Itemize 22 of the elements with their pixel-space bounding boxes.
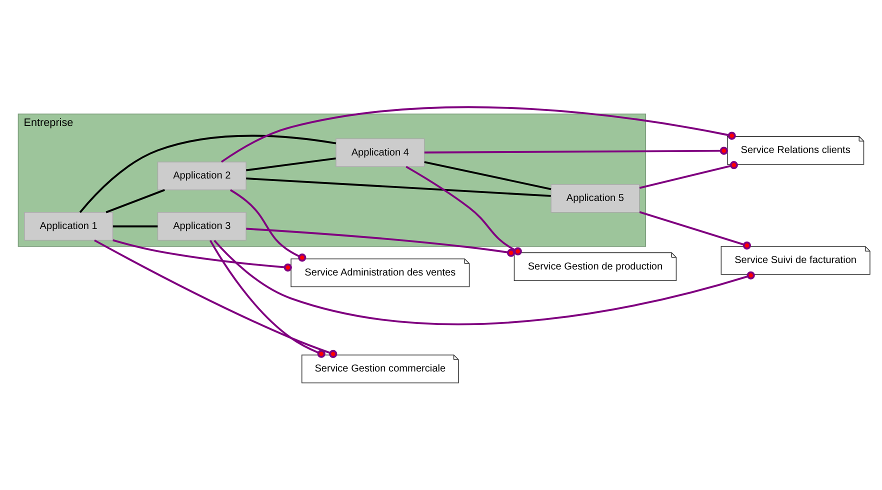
connector	[94, 239, 338, 358]
connector	[112, 239, 292, 272]
connector	[209, 240, 326, 358]
node-box: Application 1	[24, 212, 114, 241]
connector	[406, 166, 522, 256]
node-box: Application 2	[157, 162, 246, 190]
connector	[424, 146, 728, 155]
node-box: Application 4	[336, 138, 425, 168]
connector	[230, 189, 306, 262]
connector	[246, 158, 336, 172]
node-box: Application 3	[157, 212, 246, 241]
connector	[112, 225, 158, 228]
connector	[246, 178, 551, 197]
node-box: Application 5	[550, 184, 640, 213]
connector	[246, 228, 516, 257]
connector	[214, 240, 755, 326]
connector	[424, 161, 552, 190]
connector	[79, 134, 336, 213]
connector	[106, 189, 165, 214]
connector	[639, 211, 751, 250]
connector	[220, 106, 736, 163]
connector	[639, 161, 738, 189]
